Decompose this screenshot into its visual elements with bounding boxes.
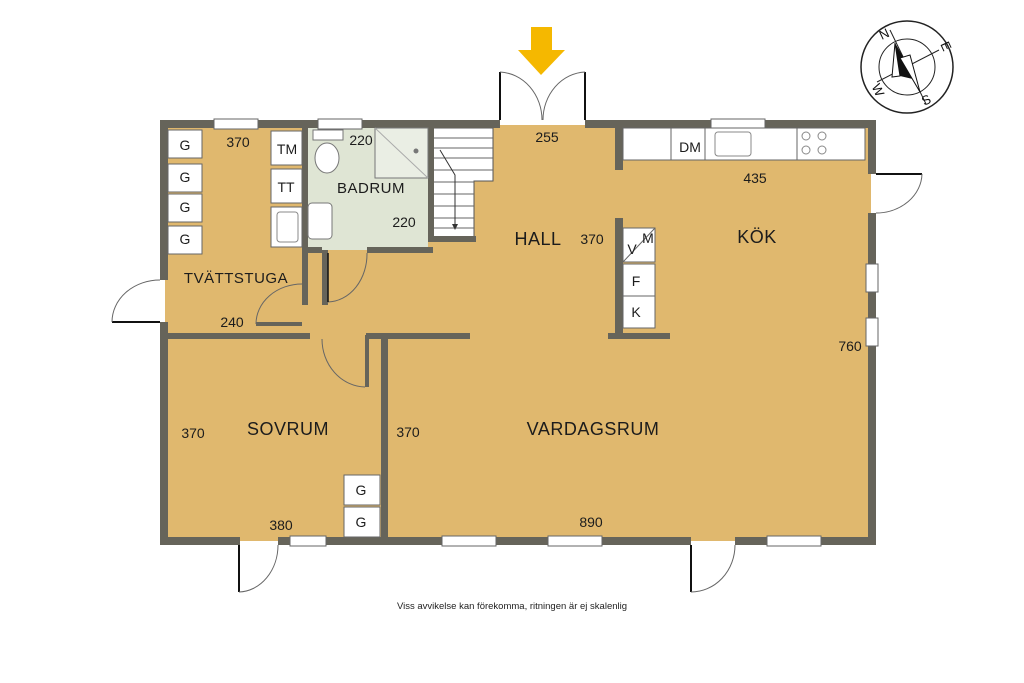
closet-label: G	[180, 231, 191, 247]
closet-label: G	[180, 137, 191, 153]
kitchen-counter: DM	[622, 127, 866, 161]
closet-label: G	[356, 514, 367, 530]
bedroom-closets: G G	[343, 474, 381, 538]
room-label-badrum: BADRUM	[337, 180, 405, 197]
dimension-label: 370	[396, 424, 420, 440]
disclaimer-note: Viss avvikelse kan förekomma, ritningen …	[396, 601, 628, 612]
entrance-arrow	[518, 27, 565, 75]
dimension-label: 220	[392, 214, 416, 230]
dimension-label: 890	[579, 514, 603, 530]
dishwasher-label: DM	[679, 139, 701, 155]
dimension-label: 370	[181, 425, 205, 441]
kitchen-tall-units: V M F K	[622, 227, 656, 329]
closet-label: G	[180, 199, 191, 215]
compass-rose: N E S W	[860, 20, 955, 114]
bathroom-fixtures	[307, 127, 429, 240]
dimension-label: 760	[838, 338, 862, 354]
dimension-label: 220	[349, 132, 373, 148]
room-label-hall: HALL	[514, 229, 561, 249]
room-label-kok: KÖK	[737, 227, 777, 247]
dimension-label: 370	[226, 134, 250, 150]
dimension-labels: 370 240 220 220 255 370 435 760 370 380 …	[181, 129, 862, 533]
doors	[111, 71, 923, 593]
room-label-vardagsrum: VARDAGSRUM	[527, 419, 660, 439]
pantry-m-label: M	[642, 230, 654, 246]
dimension-label: 435	[743, 170, 767, 186]
room-labels: TVÄTTSTUGA BADRUM HALL KÖK SOVRUM VARDAG…	[184, 180, 777, 439]
windows	[213, 118, 879, 547]
laundry-appliances: TM TT	[270, 130, 303, 248]
dryer-label: TT	[277, 179, 295, 195]
dimension-label: 255	[535, 129, 559, 145]
dimension-label: 370	[580, 231, 604, 247]
closet-label: G	[180, 169, 191, 185]
closet-label: G	[356, 482, 367, 498]
freezer-label: F	[632, 273, 641, 289]
pantry-v-label: V	[627, 241, 637, 257]
room-label-tvattstuga: TVÄTTSTUGA	[184, 270, 288, 287]
dimension-label: 240	[220, 314, 244, 330]
dimension-label: 380	[269, 517, 293, 533]
fridge-label: K	[631, 304, 641, 320]
laundry-closets: G G G G	[167, 129, 203, 255]
room-label-sovrum: SOVRUM	[247, 419, 329, 439]
staircase	[432, 127, 494, 238]
tumbler-label: TM	[277, 141, 297, 157]
